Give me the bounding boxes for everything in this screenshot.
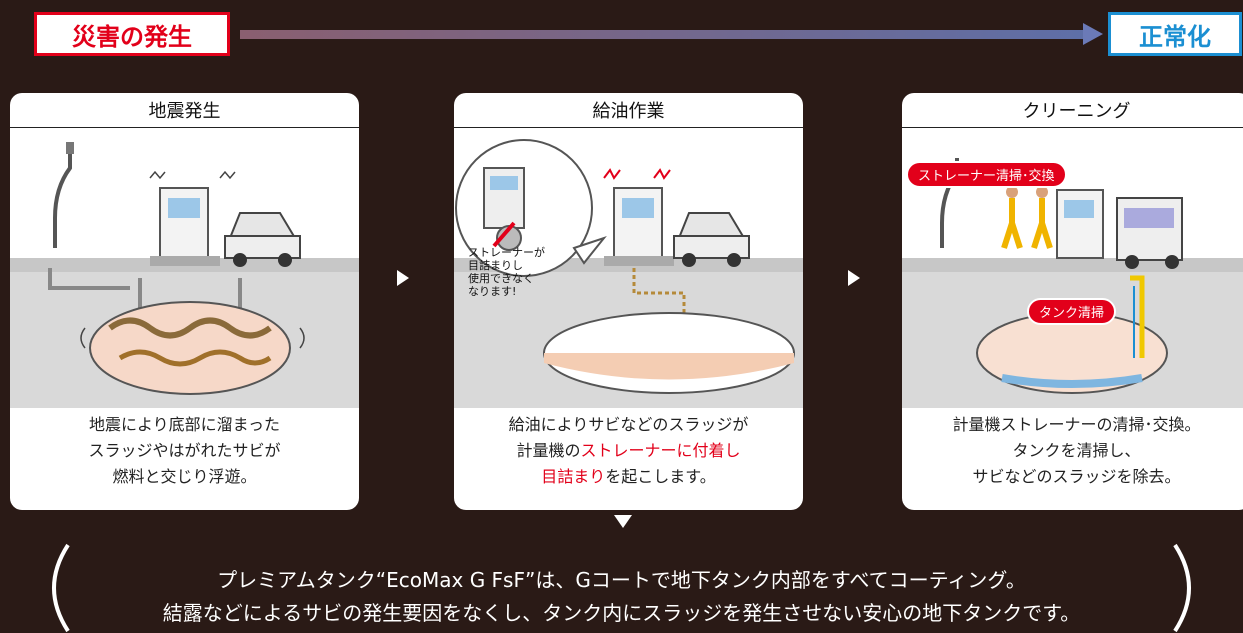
bubble-line: ストレーナーが bbox=[468, 246, 545, 259]
caption-line: 給油によりサビなどのスラッジが bbox=[508, 415, 749, 434]
step-title: 地震発生 bbox=[10, 93, 359, 128]
bubble-line: 使用できなく bbox=[468, 272, 534, 285]
caption-line: スラッジやはがれたサビが bbox=[88, 441, 281, 460]
caption-text: 計量機の bbox=[516, 441, 581, 460]
step-panel-refueling: 給油作業 bbox=[454, 93, 803, 510]
caption-line: 地震により底部に溜まった bbox=[88, 415, 281, 434]
step-panel-cleaning: クリーニング ストレーナー清掃･交換 タンク清掃 bbox=[902, 93, 1243, 510]
step-title: クリーニング bbox=[902, 93, 1243, 128]
disaster-occurrence-label: 災害の発生 bbox=[34, 12, 230, 56]
summary-line-1: プレミアムタンク“EcoMax G FsF”は、Gコートで地下タンク内部をすべて… bbox=[217, 568, 1026, 592]
caption-line: タンクを清掃し、 bbox=[1012, 441, 1141, 460]
bubble-line: なります! bbox=[468, 285, 517, 298]
step-panel-earthquake: 地震発生 bbox=[10, 93, 359, 510]
timeline-bar bbox=[240, 30, 1085, 39]
summary-line-2: 結露などによるサビの発生要因をなくし、タンク内にスラッジを発生させない安心の地下… bbox=[162, 601, 1081, 625]
step-caption: 地震により底部に溜まった スラッジやはがれたサビが 燃料と交じり浮遊。 bbox=[10, 408, 359, 490]
caption-line: 計量機のストレーナーに付着し bbox=[454, 438, 803, 464]
strainer-cleaning-label: ストレーナー清掃･交換 bbox=[906, 161, 1067, 188]
earthquake-illustration bbox=[10, 128, 359, 408]
caption-highlight: 目詰まり bbox=[541, 467, 606, 486]
down-arrow bbox=[614, 515, 632, 528]
step-arrow-right bbox=[397, 270, 409, 286]
normalization-label: 正常化 bbox=[1108, 12, 1242, 56]
refueling-illustration: ストレーナーが 目詰まりし 使用できなく なります! bbox=[454, 128, 803, 408]
step-title: 給油作業 bbox=[454, 93, 803, 128]
strainer-clog-note: ストレーナーが 目詰まりし 使用できなく なります! bbox=[468, 246, 545, 298]
step-caption: 給油によりサビなどのスラッジが 計量機のストレーナーに付着し 目詰まりを起こしま… bbox=[454, 408, 803, 490]
caption-line: 計量機ストレーナーの清掃･交換。 bbox=[952, 415, 1201, 434]
step-arrow-right bbox=[848, 270, 860, 286]
bubble-line: 目詰まりし bbox=[468, 259, 523, 272]
caption-highlight: ストレーナーに付着し bbox=[580, 441, 741, 460]
cleaning-illustration: ストレーナー清掃･交換 タンク清掃 bbox=[902, 128, 1243, 408]
caption-text: を起こします。 bbox=[605, 467, 716, 486]
timeline-arrowhead bbox=[1083, 23, 1103, 45]
tank-cleaning-label: タンク清掃 bbox=[1027, 298, 1117, 325]
caption-line: サビなどのスラッジを除去。 bbox=[972, 467, 1181, 486]
caption-line: 目詰まりを起こします。 bbox=[454, 464, 803, 490]
step-caption: 計量機ストレーナーの清掃･交換。 タンクを清掃し、 サビなどのスラッジを除去。 bbox=[902, 408, 1243, 490]
caption-line: 燃料と交じり浮遊。 bbox=[112, 467, 257, 486]
right-bracket bbox=[1173, 543, 1191, 633]
left-bracket bbox=[52, 543, 70, 633]
